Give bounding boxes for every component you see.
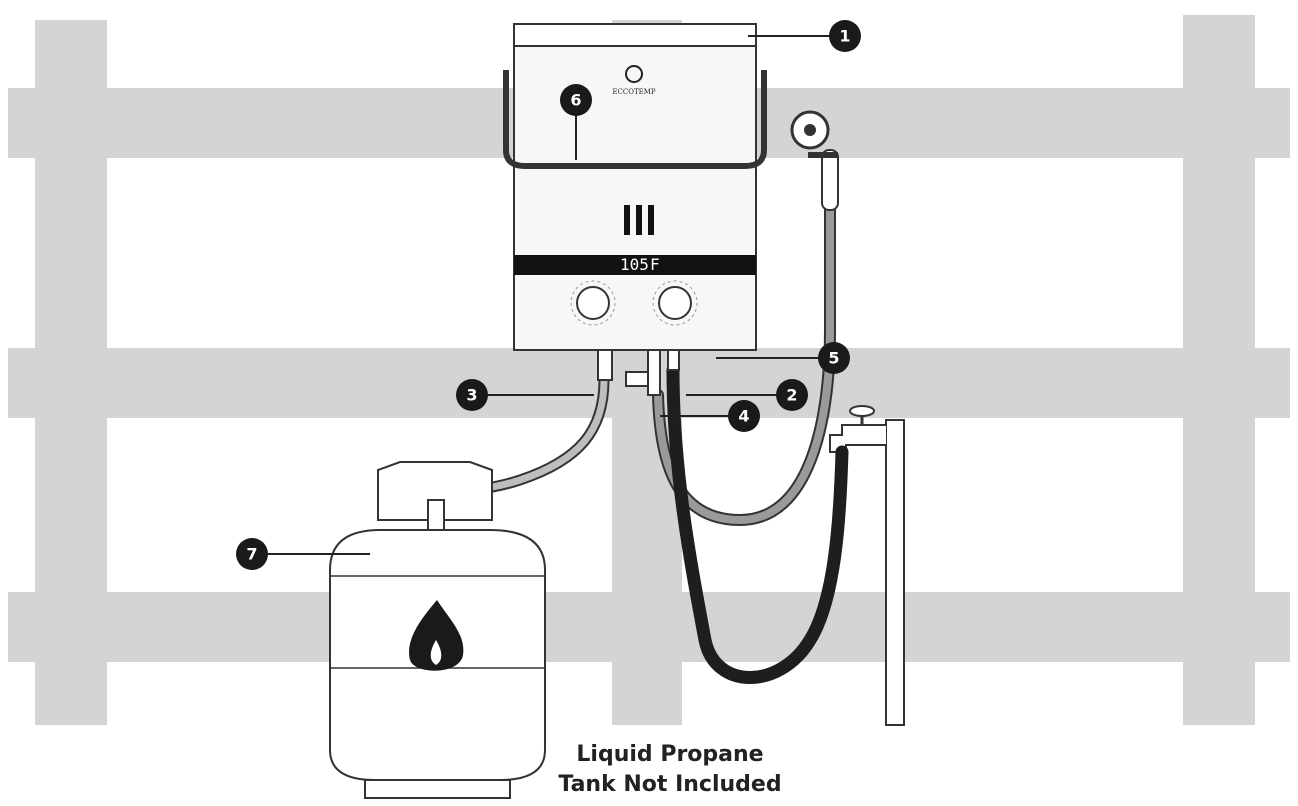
- spigot-body: [829, 424, 886, 453]
- flame-icon-inner: [430, 640, 442, 665]
- water-inlet-fitting: [667, 349, 680, 371]
- callout-4: 4: [728, 400, 760, 432]
- svg-text:5: 5: [828, 349, 839, 368]
- vent-bar: [636, 205, 642, 235]
- spigot-handle: [849, 405, 875, 417]
- vent-bar: [624, 205, 630, 235]
- svg-text:7: 7: [246, 545, 257, 564]
- shower-head: [790, 110, 839, 211]
- svg-text:6: 6: [570, 91, 581, 110]
- leader-lines: [268, 35, 830, 555]
- brand-name: ECCOTEMP: [612, 88, 656, 96]
- callout-6: 6: [560, 84, 592, 116]
- temperature-unit: F: [650, 255, 660, 274]
- eccotemp-logo-icon: [625, 65, 643, 83]
- propane-tank: [329, 461, 546, 799]
- water-spigot: [829, 405, 905, 726]
- callout-markers: 1 2 3 4 5 6 7: [236, 20, 861, 570]
- svg-text:2: 2: [786, 386, 797, 405]
- spigot-post: [885, 419, 905, 726]
- tank-valve: [427, 499, 445, 531]
- callout-2: 2: [776, 379, 808, 411]
- knob-dial-right: [652, 280, 698, 326]
- knob-dial-left: [570, 280, 616, 326]
- valve-tee: [625, 371, 649, 387]
- svg-text:1: 1: [839, 27, 850, 46]
- shower-nozzle: [804, 124, 816, 136]
- callout-1: 1: [829, 20, 861, 52]
- tank-collar: [377, 461, 493, 521]
- tank-foot-ring: [364, 779, 511, 799]
- callout-3: 3: [456, 379, 488, 411]
- callout-7: 7: [236, 538, 268, 570]
- svg-text:3: 3: [466, 386, 477, 405]
- vent-bar: [648, 205, 654, 235]
- knob-left: [576, 286, 610, 320]
- fence-rail-bottom: [8, 592, 1290, 662]
- water-outlet-fitting: [647, 349, 661, 396]
- shower-clip: [808, 152, 838, 158]
- display-bar: [514, 255, 756, 275]
- flame-icon: [409, 600, 464, 671]
- heater-top-cover: [513, 23, 757, 47]
- carry-handle: [503, 70, 767, 169]
- callout-5: 5: [818, 342, 850, 374]
- knob-right: [658, 286, 692, 320]
- water-inlet-hose: [666, 363, 849, 684]
- temperature-readout: 105: [620, 255, 649, 274]
- caption-line-1: Liquid Propane: [576, 742, 764, 767]
- caption-line-2: Tank Not Included: [558, 772, 782, 797]
- water-heater: ECCOTEMP 105 F: [503, 23, 767, 396]
- svg-text:4: 4: [738, 407, 749, 426]
- heater-body: [513, 23, 757, 351]
- gas-inlet-fitting: [597, 349, 613, 381]
- shower-handle: [821, 149, 839, 211]
